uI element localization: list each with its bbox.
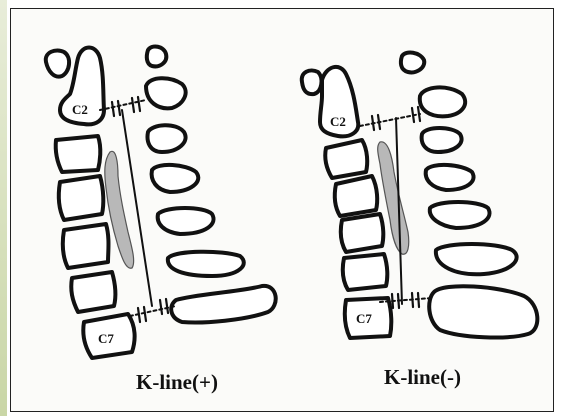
left-c3-vertebra [56, 136, 101, 172]
left-c6-spinous [168, 252, 244, 276]
left-c2-label: C2 [72, 102, 88, 117]
left-c7-midpoint-dots [130, 306, 176, 316]
left-c1-posterior-arch [147, 47, 167, 67]
left-c1-anterior-arch [46, 50, 69, 76]
right-c6-vertebra [343, 254, 388, 290]
right-c4-spinous [426, 165, 474, 190]
left-c4-spinous [152, 165, 199, 192]
left-c7-spinous [171, 286, 276, 323]
left-c2-tick-marks [112, 97, 140, 116]
right-c5-spinous [430, 202, 490, 228]
right-c1-anterior-arch [302, 70, 322, 94]
right-c3-spinous [422, 128, 462, 152]
left-c4-vertebra [59, 176, 104, 220]
right-c5-vertebra [341, 214, 384, 252]
right-caption: K-line(-) [384, 365, 461, 389]
right-c1-posterior-arch [401, 53, 424, 73]
left-c3-spinous [148, 125, 186, 152]
right-c2-spinous [420, 87, 465, 116]
right-c2-label: C2 [330, 114, 346, 129]
right-c2-midpoint-dots [360, 114, 420, 126]
left-c2-spinous [146, 78, 186, 108]
left-c5-vertebra [63, 224, 109, 268]
right-c7-spinous [429, 286, 537, 337]
left-c6-vertebra [71, 272, 115, 312]
right-c3-vertebra [325, 140, 367, 178]
left-c7-label: C7 [98, 331, 114, 346]
left-c5-spinous [158, 208, 214, 234]
right-c6-spinous [436, 244, 517, 274]
right-c4-vertebra [335, 176, 377, 216]
right-c7-label: C7 [356, 311, 372, 326]
right-panel [302, 53, 538, 338]
left-caption: K-line(+) [136, 370, 218, 394]
